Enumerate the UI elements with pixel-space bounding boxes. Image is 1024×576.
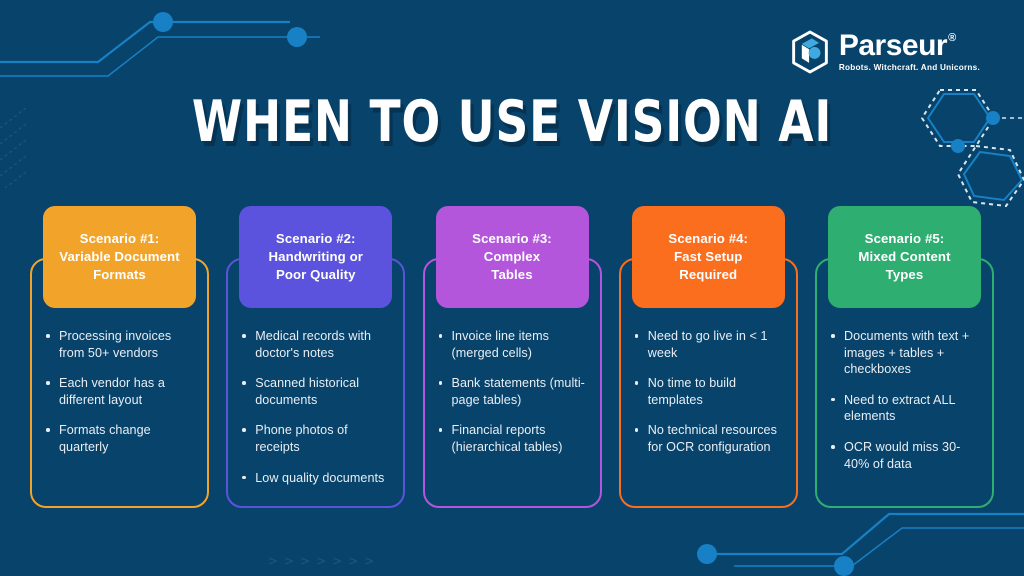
- list-item: Documents with text + images + tables + …: [825, 328, 984, 378]
- scenario-card-5: Documents with text + images + tables + …: [815, 206, 994, 508]
- list-item: Bank statements (multi-page tables): [433, 375, 592, 408]
- left-edge-dashed-lines-decoration: [0, 108, 27, 188]
- scenario-bullet-list-3: Invoice line items (merged cells) Bank st…: [433, 328, 592, 456]
- logo-tagline: Robots. Witchcraft. And Unicorns.: [838, 63, 980, 73]
- list-item: No technical resources for OCR configura…: [629, 422, 788, 455]
- scenario-card-title-line: Scenario #2:: [275, 230, 356, 246]
- scenario-card-4: Need to go live in < 1 week No time to bu…: [618, 206, 798, 508]
- chevron-decoration: > > > > > > >: [268, 554, 374, 568]
- scenario-card-title-line: Poor Quality: [275, 267, 356, 283]
- parseur-logo[interactable]: Parseur® Robots. Witchcraft. And Unicorn…: [790, 30, 980, 74]
- bottom-right-circuit-decoration: [697, 512, 1024, 576]
- page-title: WHEN TO USE VISION AI: [191, 89, 833, 155]
- scenario-card-title-line: Fast Setup: [674, 248, 743, 264]
- top-left-circuit-decoration: [0, 12, 320, 77]
- chevron-right-icon: >: [300, 554, 311, 568]
- list-item: Processing invoices from 50+ vendors: [40, 328, 199, 361]
- logo-word: Parseur®: [839, 31, 980, 61]
- scenario-card-title-line: Scenario #5:: [864, 230, 945, 246]
- scenario-card-title-line: Types: [885, 267, 924, 283]
- scenario-card-title-line: Complex: [483, 248, 541, 264]
- list-item: OCR would miss 30-40% of data: [825, 439, 984, 472]
- scenario-card-body-3: Invoice line items (merged cells) Bank st…: [422, 258, 602, 508]
- scenario-card-3: Invoice line items (merged cells) Bank st…: [422, 206, 602, 508]
- scenario-card-title-line: Required: [679, 267, 738, 283]
- logo-brand-name: Parseur: [838, 29, 948, 63]
- hexagon-network-decoration: [920, 89, 1024, 208]
- list-item: Each vendor has a different layout: [40, 375, 199, 408]
- list-item: Need to go live in < 1 week: [629, 328, 788, 361]
- chevron-right-icon: >: [332, 554, 343, 568]
- hexagon-cube-icon: [792, 30, 828, 74]
- list-item: Medical records with doctor's notes: [236, 328, 395, 361]
- scenario-card-header-2: Scenario #2: Handwriting or Poor Quality: [239, 206, 393, 308]
- chevron-right-icon: >: [316, 554, 327, 568]
- list-item: Scanned historical documents: [236, 375, 395, 408]
- logo-wordmark: Parseur® Robots. Witchcraft. And Unicorn…: [839, 31, 980, 72]
- scenario-card-title-line: Tables: [491, 267, 533, 283]
- chevron-right-icon: >: [348, 554, 359, 568]
- list-item: Financial reports (hierarchical tables): [433, 422, 592, 455]
- chevron-right-icon: >: [268, 554, 279, 568]
- list-item: No time to build templates: [629, 375, 788, 408]
- scenario-bullet-list-5: Documents with text + images + tables + …: [825, 328, 984, 472]
- list-item: Low quality documents: [236, 470, 395, 487]
- list-item: Formats change quarterly: [40, 422, 199, 455]
- scenario-card-title-line: Scenario #1:: [79, 230, 160, 246]
- scenario-card-title-line: Scenario #3:: [472, 230, 552, 246]
- scenario-card-title-line: Mixed Content: [858, 248, 951, 264]
- scenario-card-title-line: Formats: [93, 267, 146, 283]
- list-item: Need to extract ALL elements: [825, 392, 984, 425]
- logo-registered-mark: ®: [948, 32, 956, 45]
- scenario-card-title-line: Handwriting or: [268, 248, 363, 264]
- scenario-card-title-line: Scenario #4:: [668, 230, 749, 246]
- scenario-card-title-2: Scenario #2: Handwriting or Poor Quality: [269, 230, 363, 285]
- scenario-bullet-list-4: Need to go live in < 1 week No time to bu…: [629, 328, 788, 456]
- list-item: Invoice line items (merged cells): [433, 328, 592, 361]
- scenario-card-body-5: Documents with text + images + tables + …: [815, 258, 994, 508]
- chevron-right-icon: >: [364, 554, 375, 568]
- scenario-card-title-line: Variable Document: [59, 248, 180, 264]
- chevron-right-icon: >: [284, 554, 295, 568]
- list-item: Phone photos of receipts: [236, 422, 395, 455]
